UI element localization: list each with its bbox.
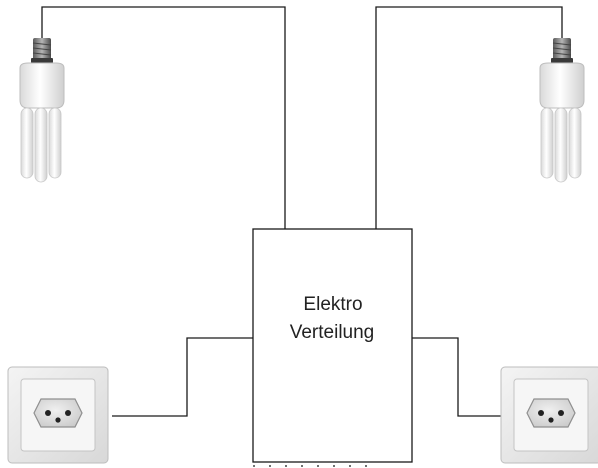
wire-left-lamp xyxy=(41,6,286,229)
wire-left-socket xyxy=(112,337,253,417)
socket-left-icon xyxy=(7,366,109,464)
lamp-right-icon xyxy=(539,37,585,183)
lamp-left-icon xyxy=(19,37,65,183)
socket-right-icon xyxy=(500,366,598,464)
wire-right-lamp xyxy=(375,6,563,229)
wire-right-socket xyxy=(412,337,501,417)
distribution-box xyxy=(252,228,413,463)
box-label-line2: Verteilung xyxy=(290,322,375,343)
box-label-line1: Elektro xyxy=(303,294,362,315)
